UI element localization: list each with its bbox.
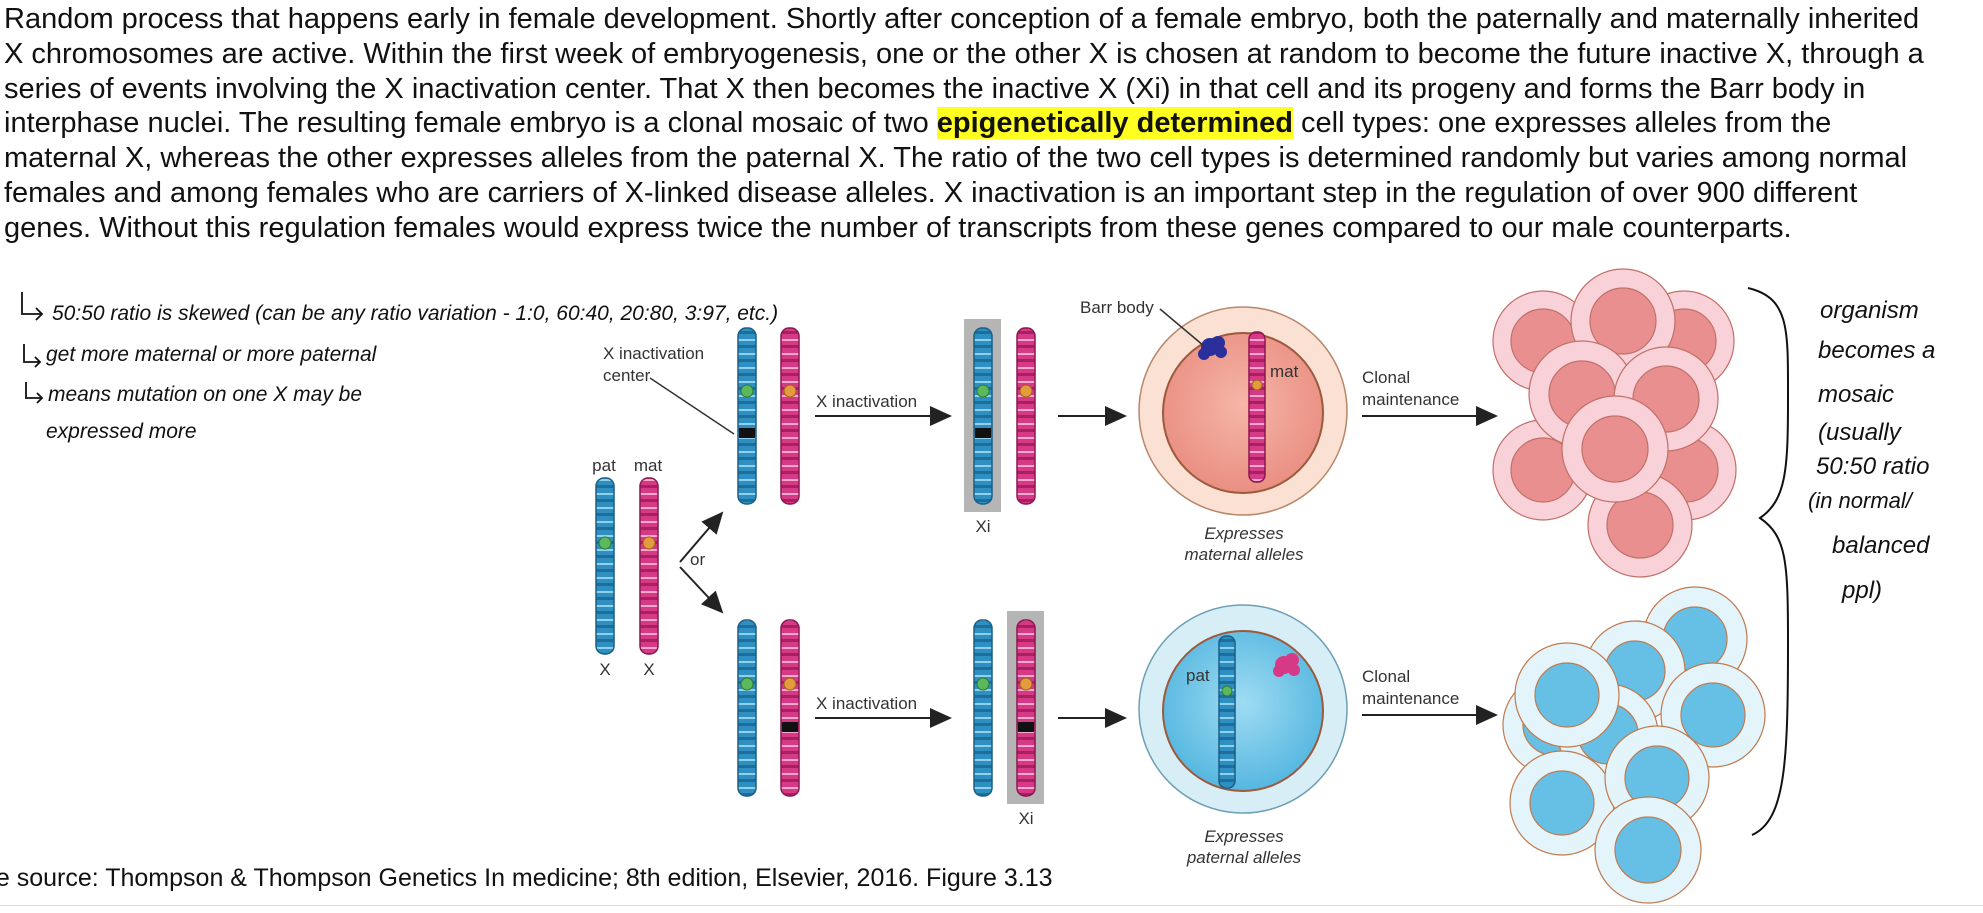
note-left-2: get more maternal or more paternal [46, 343, 378, 366]
handwritten-notes-left: 50:50 ratio is skewed (can be any ratio … [21, 292, 778, 443]
note-right-6: (in normal/ [1808, 488, 1914, 513]
note-left-1: 50:50 ratio is skewed (can be any ratio … [52, 302, 778, 325]
label-inactivation-top: X inactivation [816, 392, 917, 411]
label-xi-bottom: Xi [1018, 809, 1033, 828]
label-clonal-top-2: maintenance [1362, 390, 1459, 409]
note-left-4: expressed more [46, 420, 197, 443]
label-barr-body: Barr body [1080, 298, 1154, 317]
maternal-x-chromosome [639, 477, 659, 655]
label-cell-mat: mat [1270, 362, 1299, 381]
paternal-x-chromosome [595, 477, 615, 655]
clone-cluster-paternal [1502, 586, 1766, 904]
label-xi-top: Xi [975, 517, 990, 536]
arrow-down [679, 566, 724, 614]
label-clonal-bottom-1: Clonal [1362, 667, 1410, 686]
label-expresses-top-1: Expresses [1204, 524, 1284, 543]
body-paragraph: Random process that happens early in fem… [4, 2, 1934, 246]
paragraph-text-before: Random process that happens early in fem… [4, 3, 1924, 140]
label-expresses-bottom-2: paternal alleles [1186, 848, 1302, 867]
note-right-8: ppl) [1841, 577, 1882, 604]
note-right-1: organism [1820, 297, 1919, 324]
bottom-pair-before [737, 619, 800, 797]
label-expresses-bottom-1: Expresses [1204, 827, 1284, 846]
highlighted-term: epigenetically determined [936, 107, 1293, 140]
note-right-7: balanced [1832, 532, 1930, 559]
note-left-3: means mutation on one X may be [48, 383, 362, 406]
bottom-pair-after [973, 611, 1044, 804]
top-pair-before [737, 327, 800, 505]
label-clonal-top-1: Clonal [1362, 368, 1410, 387]
label-xic-line1: X inactivation [603, 344, 704, 363]
label-mat: mat [634, 456, 663, 475]
label-cell-pat: pat [1186, 666, 1210, 685]
note-right-4: (usually [1818, 419, 1903, 446]
label-or: or [690, 550, 705, 569]
label-inactivation-bottom: X inactivation [816, 694, 917, 713]
label-x-mat: X [643, 660, 654, 679]
handwritten-brace [1747, 287, 1790, 836]
note-right-3: mosaic [1818, 381, 1894, 408]
clone-cluster-maternal [1492, 268, 1737, 578]
label-xic-line2: center [603, 366, 651, 385]
label-clonal-bottom-2: maintenance [1362, 689, 1459, 708]
note-right-5: 50:50 ratio [1816, 453, 1929, 480]
image-source-caption: ge source: Thompson & Thompson Genetics … [0, 864, 1053, 892]
handwritten-notes-right: organism becomes a mosaic (usually 50:50… [1808, 297, 1935, 604]
cell-paternal-expressing [1138, 604, 1348, 814]
barr-body-pointer [1159, 308, 1205, 347]
label-pat: pat [592, 456, 616, 475]
xic-pointer-line [649, 377, 735, 435]
label-expresses-top-2: maternal alleles [1184, 545, 1304, 564]
bottom-divider [0, 905, 1983, 906]
top-pair-after [964, 319, 1036, 512]
paragraph-text-after: cell types: one expresses alleles from t… [4, 107, 1908, 244]
cell-maternal-expressing [1138, 306, 1348, 516]
note-right-2: becomes a [1818, 337, 1935, 364]
arrow-up [679, 511, 724, 563]
label-x-pat: X [599, 660, 610, 679]
